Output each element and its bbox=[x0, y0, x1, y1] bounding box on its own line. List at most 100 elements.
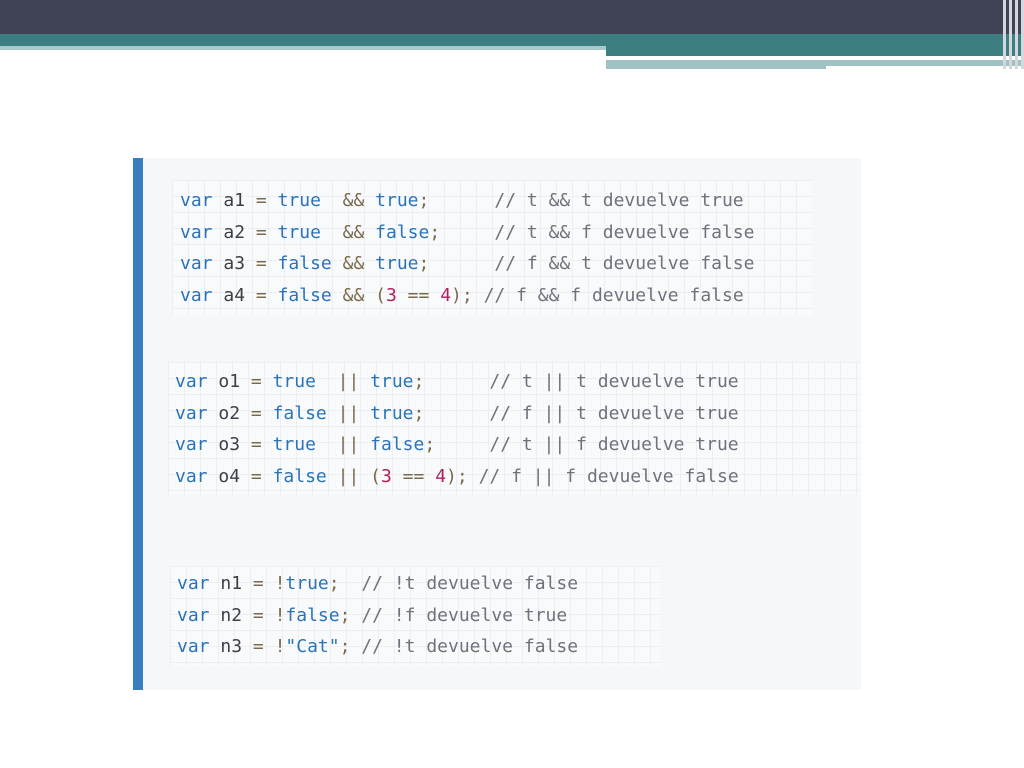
code-identifier: a4 bbox=[223, 285, 246, 307]
code-assign: = bbox=[255, 285, 267, 307]
code-literal-2: false bbox=[375, 221, 430, 243]
code-assign: = bbox=[255, 190, 267, 211]
code-identifier: n2 bbox=[220, 604, 243, 626]
code-assign: = bbox=[255, 221, 267, 243]
code-operator: && bbox=[342, 190, 365, 211]
code-gap bbox=[332, 285, 343, 306]
code-line: var n3 = !"Cat"; // !t devuelve false bbox=[177, 631, 578, 663]
code-line: var o4 = false || (3 == 4); // f || f de… bbox=[175, 461, 739, 493]
code-assign: = bbox=[252, 636, 264, 658]
code-comment: // f || t devuelve true bbox=[489, 402, 739, 424]
code-line: var o3 = true || false; // t || f devuel… bbox=[175, 429, 739, 461]
code-keyword: var bbox=[177, 573, 210, 594]
code-semicolon: ; bbox=[456, 466, 468, 488]
code-literal-2: true bbox=[375, 190, 419, 211]
code-assign: = bbox=[252, 573, 264, 594]
code-literal: true bbox=[272, 371, 316, 392]
code-literal: false bbox=[285, 604, 340, 626]
code-literal: false bbox=[272, 466, 327, 488]
header-step-gap-2 bbox=[826, 66, 1024, 69]
code-identifier: a1 bbox=[223, 190, 246, 211]
header-light-band bbox=[0, 46, 606, 50]
code-operator: || bbox=[337, 434, 360, 456]
code-line: var o2 = false || true; // f || t devuel… bbox=[175, 398, 739, 430]
code-assign: = bbox=[250, 402, 262, 424]
code-line: var a2 = true && false; // t && f devuel… bbox=[180, 217, 754, 249]
code-literal: false bbox=[277, 285, 332, 307]
code-gap bbox=[316, 434, 338, 455]
header-stripe bbox=[1003, 0, 1006, 69]
code-gap bbox=[327, 403, 338, 424]
code-comment: // f || f devuelve false bbox=[478, 466, 739, 488]
code-panel-accent-bar bbox=[133, 158, 143, 690]
header-stripe bbox=[1021, 0, 1024, 69]
code-assign: = bbox=[250, 466, 262, 488]
code-line: var a4 = false && (3 == 4); // f && f de… bbox=[180, 280, 754, 312]
code-operator: && bbox=[342, 221, 365, 243]
header-dark-band bbox=[0, 0, 1024, 34]
code-keyword: var bbox=[180, 190, 213, 211]
code-identifier: n1 bbox=[220, 573, 243, 594]
code-literal: "Cat" bbox=[285, 636, 340, 658]
code-comment: // t || t devuelve true bbox=[489, 371, 739, 392]
code-semicolon: ; bbox=[413, 402, 425, 424]
header-step-light-band bbox=[606, 60, 1024, 69]
code-semicolon: ; bbox=[339, 636, 351, 658]
header-teal-band bbox=[0, 34, 1024, 46]
code-block-not: var n1 = !true; // !t devuelve false var… bbox=[177, 568, 578, 663]
code-semicolon: ; bbox=[339, 604, 351, 626]
code-literal-2: false bbox=[370, 434, 425, 456]
code-pad bbox=[440, 222, 494, 243]
code-identifier: a2 bbox=[223, 221, 246, 243]
code-space bbox=[364, 222, 375, 243]
code-not-operator: ! bbox=[274, 636, 286, 658]
code-grid-not bbox=[170, 566, 660, 666]
code-gap bbox=[332, 253, 343, 274]
code-grid-and bbox=[172, 180, 812, 316]
code-comment: // !t devuelve false bbox=[361, 636, 579, 658]
code-gap bbox=[327, 466, 338, 487]
code-pad bbox=[468, 466, 479, 487]
code-gap bbox=[316, 371, 338, 392]
code-assign: = bbox=[252, 604, 264, 626]
code-line: var a3 = false && true; // f && t devuel… bbox=[180, 248, 754, 280]
code-literal: true bbox=[285, 573, 329, 594]
code-space bbox=[359, 403, 370, 424]
code-semicolon: ; bbox=[424, 434, 436, 456]
code-pad bbox=[340, 573, 362, 594]
code-line: var n2 = !false; // !f devuelve true bbox=[177, 600, 578, 632]
code-paren-close: ) bbox=[446, 466, 457, 488]
code-space bbox=[364, 253, 375, 274]
code-literal: false bbox=[277, 253, 332, 275]
code-semicolon: ; bbox=[418, 190, 430, 211]
code-comment: // !f devuelve true bbox=[361, 604, 568, 626]
code-line: var n1 = !true; // !t devuelve false bbox=[177, 568, 578, 600]
code-identifier: a3 bbox=[223, 253, 246, 275]
code-semicolon: ; bbox=[461, 285, 473, 307]
code-identifier: o4 bbox=[218, 466, 241, 488]
code-number-2: 4 bbox=[435, 466, 447, 488]
code-keyword: var bbox=[175, 371, 208, 392]
code-semicolon: ; bbox=[418, 253, 430, 275]
code-literal-2: true bbox=[370, 402, 414, 424]
code-keyword: var bbox=[180, 221, 213, 243]
code-literal: true bbox=[272, 434, 316, 456]
code-keyword: var bbox=[180, 285, 213, 307]
code-keyword: var bbox=[177, 604, 210, 626]
header-stripe bbox=[1009, 0, 1012, 69]
code-pad bbox=[435, 434, 489, 455]
code-grid-or bbox=[168, 362, 860, 494]
code-space-3 bbox=[429, 285, 440, 306]
code-not-operator: ! bbox=[274, 573, 286, 594]
code-space bbox=[359, 434, 370, 455]
header-step-gap bbox=[606, 56, 948, 60]
code-literal: true bbox=[277, 190, 321, 211]
code-comment: // f && t devuelve false bbox=[494, 253, 755, 275]
code-assign: = bbox=[255, 253, 267, 275]
code-semicolon: ; bbox=[413, 371, 425, 392]
code-number: 3 bbox=[380, 466, 392, 488]
code-space bbox=[364, 285, 375, 306]
code-space-2 bbox=[392, 466, 403, 487]
code-space-3 bbox=[424, 466, 435, 487]
code-pad bbox=[424, 371, 489, 392]
